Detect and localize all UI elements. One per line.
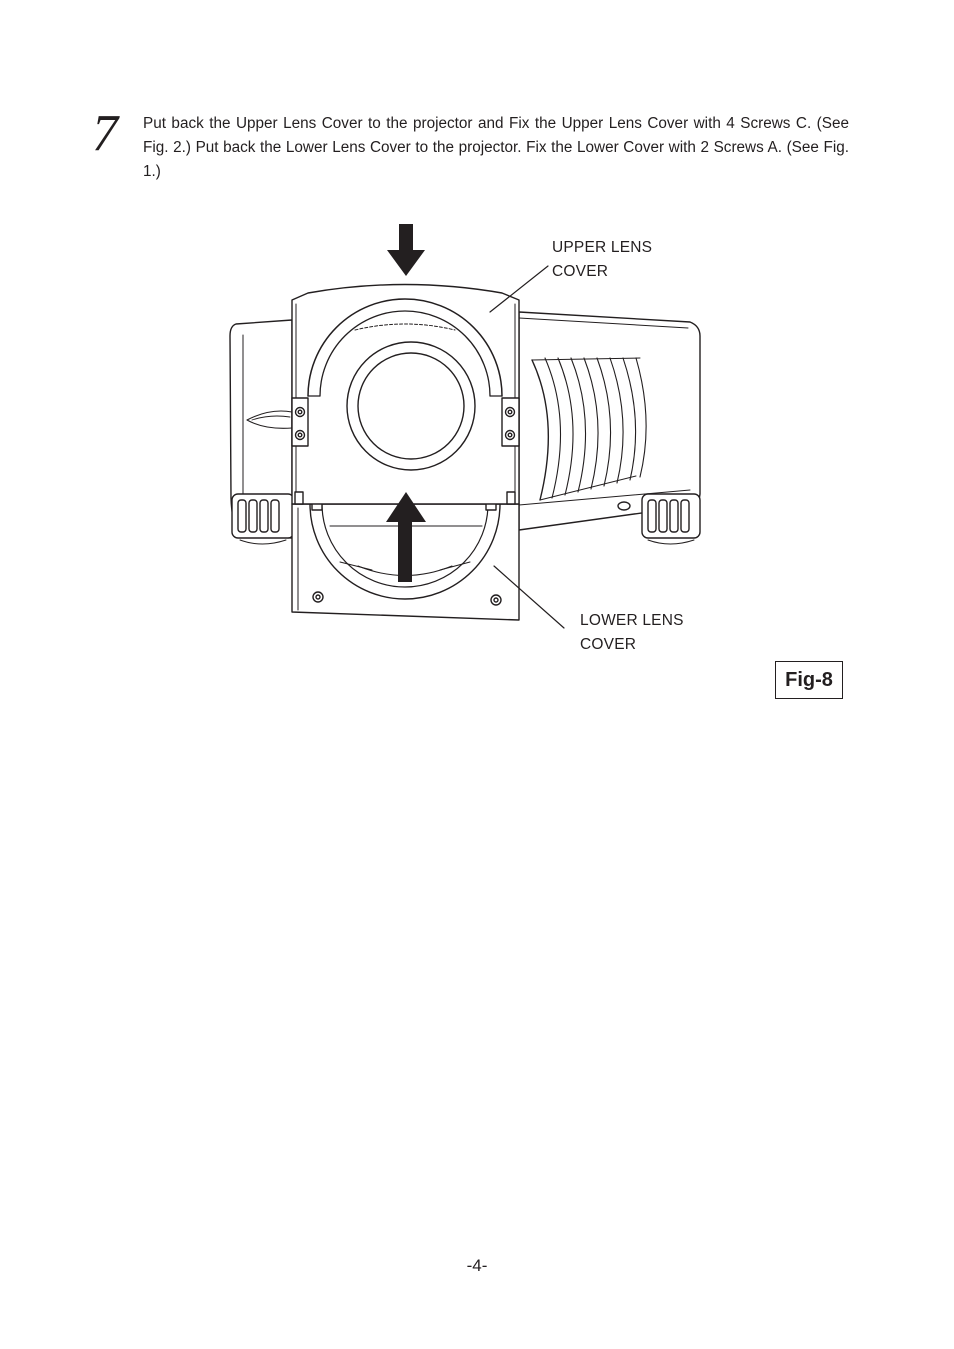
- step-number: 7: [92, 105, 118, 162]
- projector-lens-cover-illustration: [229, 224, 701, 629]
- upper-lens-cover-label: UPPER LENS COVER: [552, 236, 652, 284]
- upper-label-line1: UPPER LENS: [552, 239, 653, 256]
- vent-grille: [531, 357, 647, 501]
- upper-cover-leader-line: [489, 265, 549, 313]
- adjuster-foot-right: [641, 493, 701, 545]
- page-number: -4-: [466, 1256, 488, 1275]
- figure-tag: Fig-8: [775, 661, 843, 699]
- arrow-down-icon: [387, 224, 425, 276]
- lower-cover-leader-line: [493, 565, 565, 629]
- projector-lens: [346, 341, 476, 471]
- lower-label-line1: LOWER LENS: [580, 612, 684, 629]
- lower-lens-cover-label: LOWER LENS COVER: [580, 609, 684, 657]
- upper-label-line2: COVER: [552, 263, 609, 280]
- arrow-up-icon: [386, 492, 426, 582]
- projector-left-body: [229, 319, 293, 539]
- step-instruction: Put back the Upper Lens Cover to the pro…: [143, 115, 849, 180]
- projector-right-body: [518, 311, 701, 531]
- lower-label-line2: COVER: [580, 636, 637, 653]
- adjuster-foot-left: [231, 493, 295, 545]
